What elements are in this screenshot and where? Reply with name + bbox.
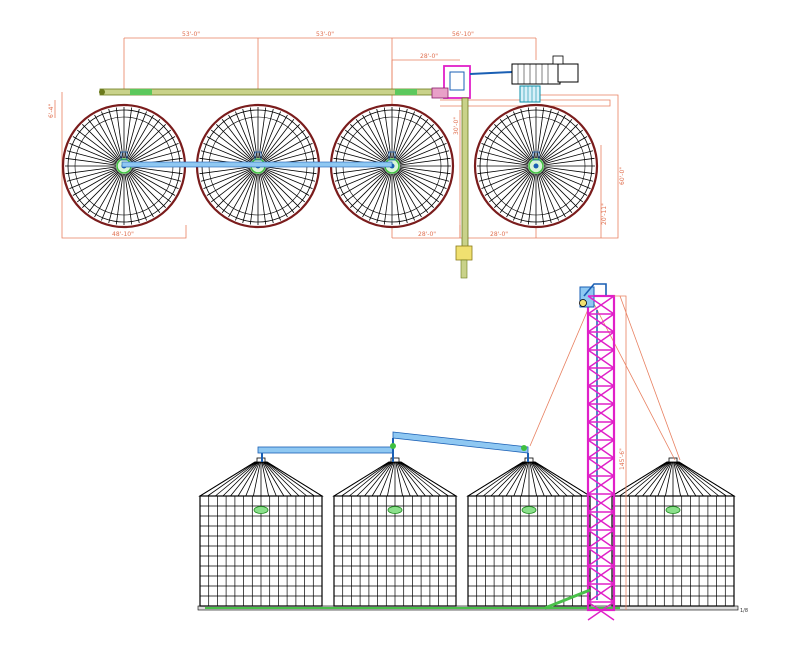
dim-bottom-2: 28'-0"	[490, 231, 508, 238]
dim-leg-height: 145'-6"	[619, 448, 626, 470]
plan-floor-conveyor	[121, 161, 393, 168]
plan-leg-area	[431, 65, 513, 99]
elevation-bin-4	[610, 457, 736, 607]
dim-leg-offset: 30'-0"	[453, 117, 460, 135]
dim-spacing-2: 53'-0"	[316, 31, 334, 38]
plan-vertical-conveyor	[455, 97, 473, 279]
dim-conveyor-offset: 28'-0"	[420, 53, 438, 60]
dim-spacing-3: 56'-10"	[452, 31, 474, 38]
elevation-bin-3	[466, 457, 592, 607]
dim-bin-diameter: 48'-10"	[112, 231, 134, 238]
plan-view: 53'-0" 53'-0" 56'-10" 28'-0" 48'-10" 28'…	[48, 31, 626, 279]
plan-top-conveyor	[99, 88, 436, 96]
plan-dryer	[511, 55, 579, 103]
scale-note: 1/8	[740, 608, 748, 614]
elevation-bins	[198, 457, 736, 607]
elevation-bin-1	[198, 457, 324, 607]
dim-right-1: 20'-11"	[601, 203, 608, 225]
elevation-view: 145'-6" 1/8	[197, 283, 748, 621]
elevation-bin-2	[332, 457, 458, 607]
bucket-elevator-tower	[544, 283, 627, 621]
dim-right-2: 60'-0"	[619, 167, 626, 185]
elevation-top-conveyors	[257, 431, 529, 462]
plan-bin-4	[473, 103, 599, 229]
dim-bottom-1: 28'-0"	[418, 231, 436, 238]
dim-left-side: 6'-4"	[48, 104, 55, 118]
dim-spacing-1: 53'-0"	[182, 31, 200, 38]
